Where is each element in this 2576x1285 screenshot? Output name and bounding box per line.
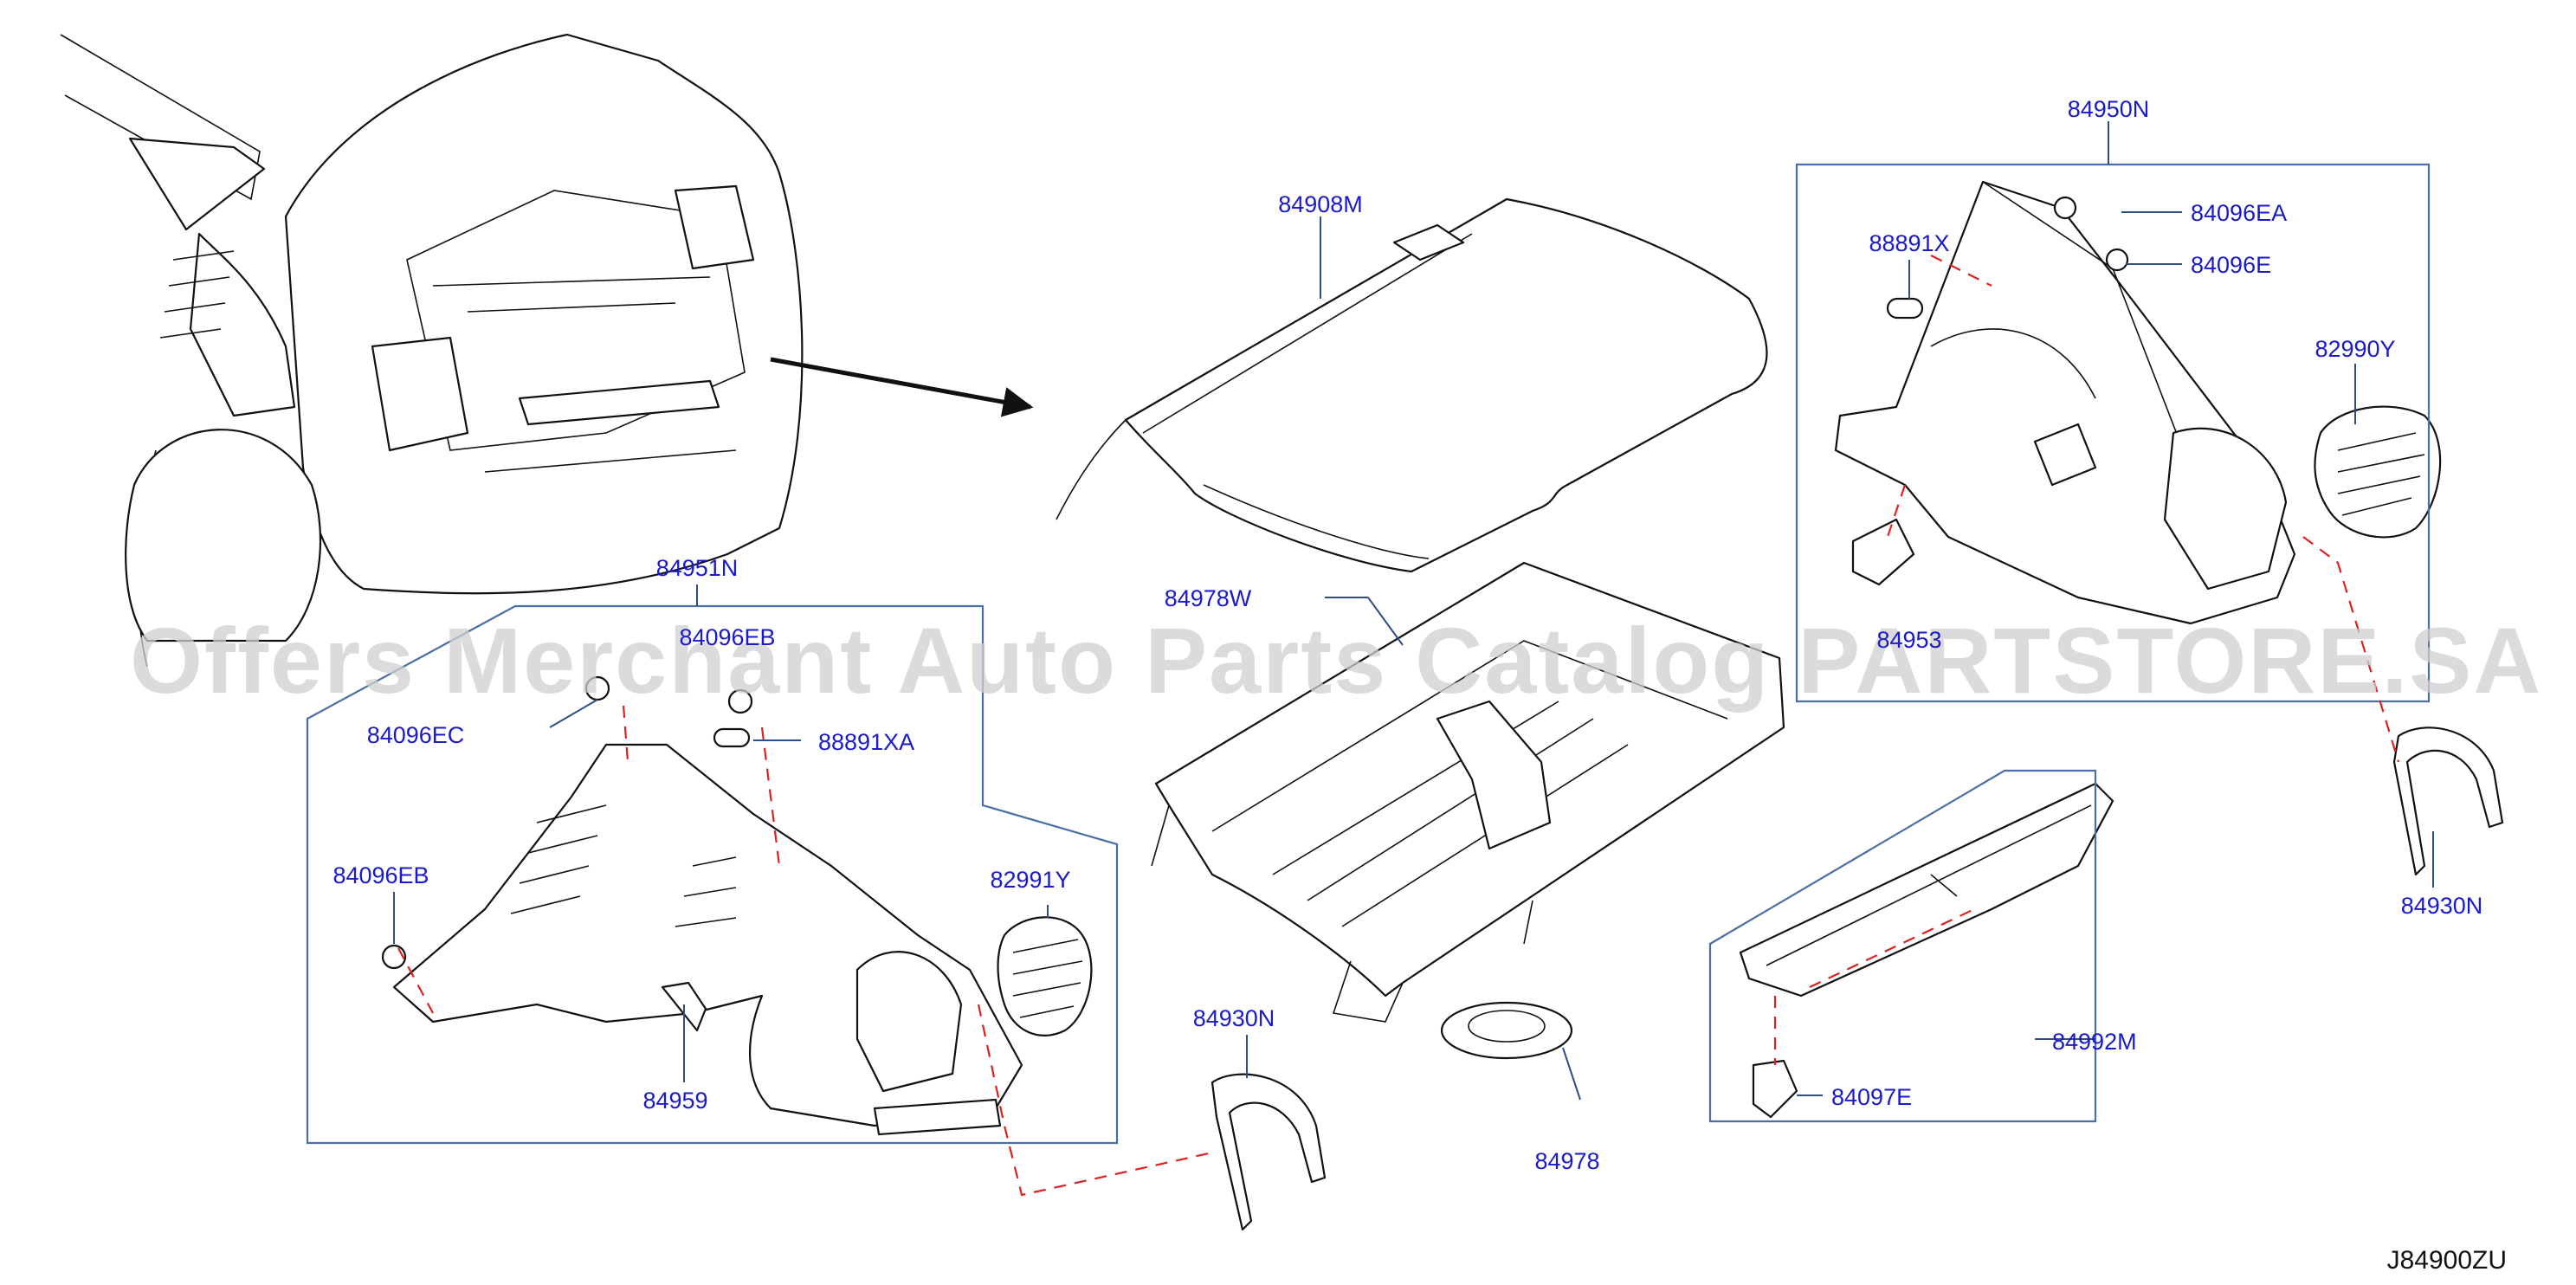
part-84950n-side-finisher xyxy=(1834,180,2504,876)
diagram-code: J84900ZU xyxy=(2387,1246,2507,1275)
group-box-84992m xyxy=(1708,769,2097,1123)
label-84959[interactable]: 84959 xyxy=(642,1088,707,1114)
label-88891xa[interactable]: 88891XA xyxy=(818,729,914,755)
leader-lines xyxy=(393,121,2434,1101)
label-84930n-center[interactable]: 84930N xyxy=(1193,1005,1275,1031)
label-82991y[interactable]: 82991Y xyxy=(990,867,1070,893)
part-84978w-trunk-tub xyxy=(1151,561,1785,1023)
vehicle-rear-illustration xyxy=(60,33,1034,668)
label-84951n[interactable]: 84951N xyxy=(656,555,739,581)
label-84908m[interactable]: 84908M xyxy=(1278,191,1363,217)
label-88891x[interactable]: 88891X xyxy=(1869,230,1949,256)
label-84097e[interactable]: 84097E xyxy=(1831,1084,1912,1110)
part-84978-cap xyxy=(1440,1001,1573,1060)
label-84096ec[interactable]: 84096EC xyxy=(367,722,465,748)
label-84930n-right[interactable]: 84930N xyxy=(2401,893,2483,919)
part-84951n-side-finisher xyxy=(381,675,1327,1231)
label-84953[interactable]: 84953 xyxy=(1876,627,1941,653)
label-82990y[interactable]: 82990Y xyxy=(2315,336,2395,362)
group-box-84950n xyxy=(1795,163,2431,703)
part-labels: 84950N 84908M 88891X 84096EA 84096E 8299… xyxy=(332,96,2482,1174)
label-84096e[interactable]: 84096E xyxy=(2191,252,2271,278)
label-84978[interactable]: 84978 xyxy=(1534,1148,1599,1174)
group-boxes xyxy=(306,163,2431,1145)
watermark-text: Offers Merchant Auto Parts Catalog PARTS… xyxy=(130,608,2542,713)
label-84096eb[interactable]: 84096EB xyxy=(332,862,429,888)
group-box-84951n xyxy=(306,604,1119,1145)
label-84096eb-top[interactable]: 84096EB xyxy=(679,624,775,650)
assembly-paths xyxy=(397,255,2400,1197)
part-84992m-sill-plate xyxy=(1739,782,2114,1119)
label-84978w[interactable]: 84978W xyxy=(1165,585,1252,611)
label-84992m[interactable]: 84992M xyxy=(2052,1029,2137,1055)
part-84908m-board xyxy=(1056,197,1768,573)
label-84096ea[interactable]: 84096EA xyxy=(2191,200,2287,226)
label-84950n[interactable]: 84950N xyxy=(2068,96,2150,122)
